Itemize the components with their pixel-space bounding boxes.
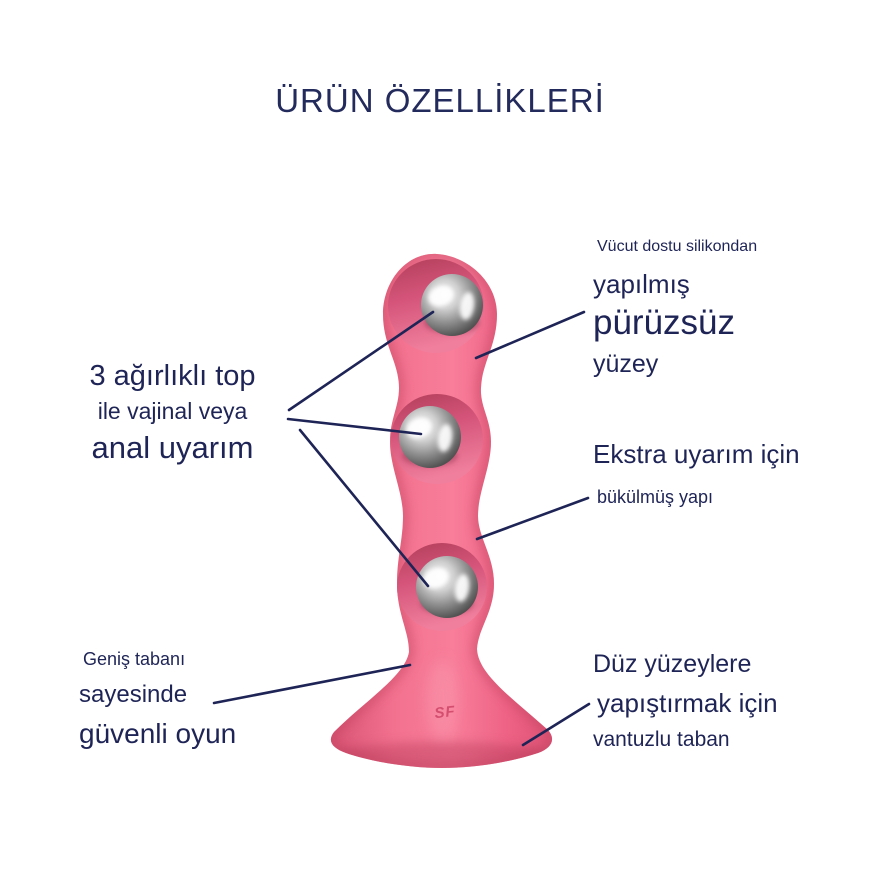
callout-base-line2: sayesinde: [79, 681, 188, 708]
brand-logo: SF: [434, 703, 457, 722]
callout-structure-line1: Ekstra uyarım için: [593, 439, 800, 469]
leader-line-material: [474, 310, 586, 360]
leader-line-base: [212, 663, 412, 705]
callout-suction-line2: yapıştırmak için: [597, 688, 778, 718]
ball-cup-bottom: [397, 543, 487, 631]
leader-line-balls-middle: [286, 417, 423, 436]
leader-line-balls-bottom: [298, 428, 430, 588]
callout-base: Geniş tabanı sayesinde güvenli oyun: [79, 649, 236, 750]
base-highlight: [426, 660, 458, 740]
page-title: ÜRÜN ÖZELLİKLERİ: [275, 82, 605, 119]
leader-line-structure: [475, 496, 590, 541]
leader-line-balls-top: [287, 310, 435, 412]
ball-cup-middle: [391, 394, 483, 484]
leader-line-suction: [521, 702, 591, 747]
callout-suction-line1: Düz yüzeylere: [593, 650, 752, 678]
callout-material-line2: yapılmış: [593, 269, 690, 299]
product-body: SF: [330, 253, 553, 768]
callout-balls-line3: anal uyarım: [91, 430, 254, 465]
callout-base-line3: güvenli oyun: [79, 718, 237, 749]
callout-material: Vücut dostu silikondan yapılmış pürüzsüz…: [593, 238, 757, 379]
ball-cup-top: [388, 259, 484, 353]
callout-structure-line2: bükülmüş yapı: [597, 487, 714, 507]
callout-base-line1: Geniş tabanı: [83, 649, 186, 669]
callout-suction-line3: vantuzlu taban: [593, 728, 730, 751]
base-bottom-shadow: [330, 742, 553, 768]
callout-balls-line1: 3 ağırlıklı top: [89, 360, 256, 392]
callout-suction: Düz yüzeylere yapıştırmak için vantuzlu …: [593, 650, 778, 752]
callout-balls-line2: ile vajinal veya: [97, 398, 248, 424]
callout-weighted-balls: 3 ağırlıklı top ile vajinal veya anal uy…: [50, 360, 295, 466]
callout-material-line4: yüzey: [593, 350, 659, 378]
callout-material-line3: pürüzsüz: [593, 303, 736, 342]
callout-structure: Ekstra uyarım için bükülmüş yapı: [593, 439, 800, 508]
callout-material-line1: Vücut dostu silikondan: [597, 238, 758, 255]
leader-lines: [212, 310, 591, 747]
